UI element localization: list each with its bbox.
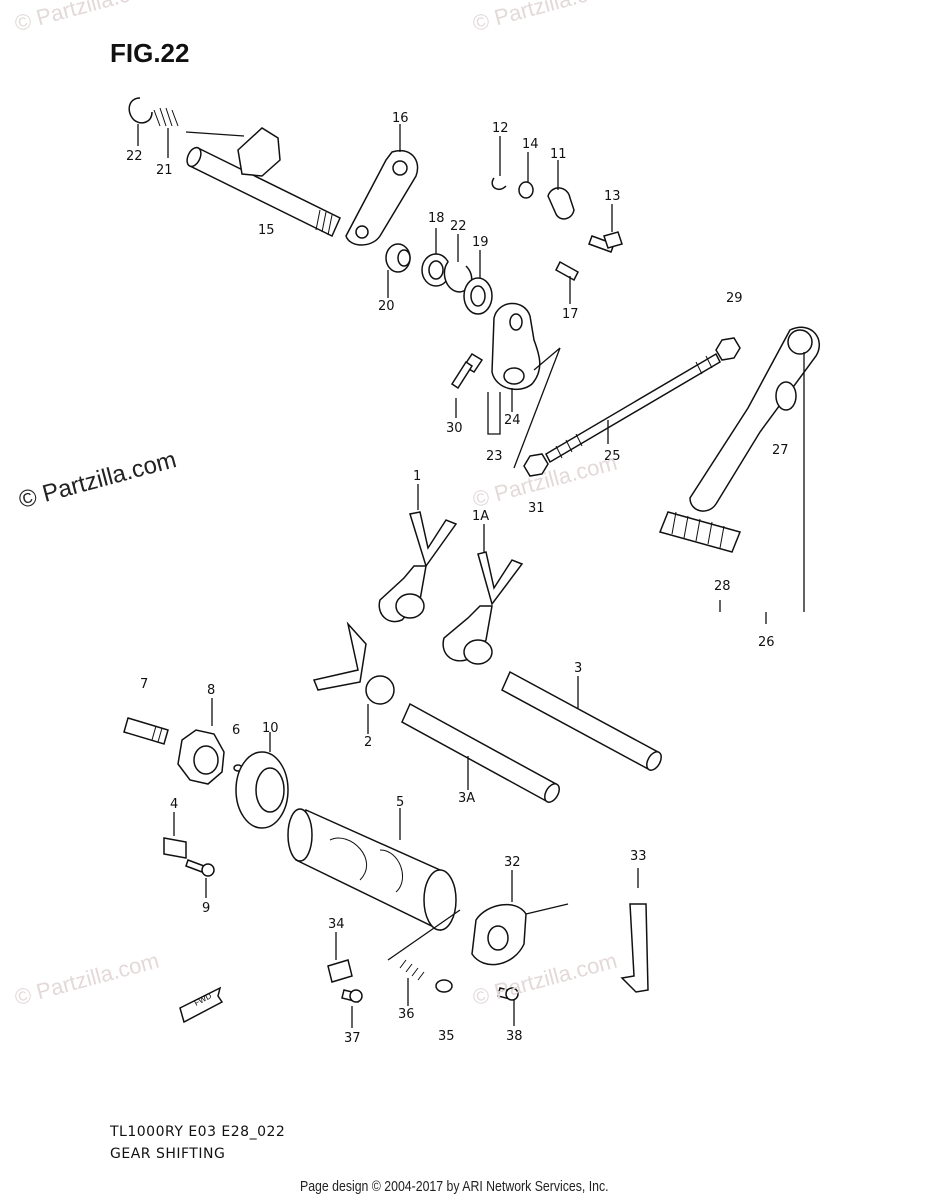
- callout-4: 4: [170, 797, 178, 812]
- section-name: GEAR SHIFTING: [110, 1146, 226, 1162]
- callout-16: 16: [392, 111, 409, 126]
- callout-27: 27: [772, 443, 789, 458]
- callout-30: 30: [446, 421, 463, 436]
- callout-labels: 1 1A 2 3 3A 4 5 6 7 8 9 10 11 12 13 14 1…: [126, 111, 789, 1046]
- callout-15: 15: [258, 223, 275, 238]
- callout-11: 11: [550, 147, 567, 162]
- callout-28: 28: [714, 579, 731, 594]
- part-36-spring: [399, 959, 425, 1006]
- part-22-circlip: [128, 97, 153, 146]
- callout-3a: 3A: [458, 791, 475, 806]
- part-33-clamp: [620, 868, 649, 993]
- footer-copyright: Page design © 2004-2017 by ARI Network S…: [300, 1178, 609, 1195]
- part-7-pin: [123, 717, 169, 745]
- part-29-nut: [715, 337, 741, 361]
- part-3-fork-shaft: [501, 670, 662, 772]
- callout-10: 10: [262, 721, 279, 736]
- part-16-shift-arm: [345, 124, 419, 246]
- part-13-bolt: [588, 204, 623, 253]
- callout-1: 1: [413, 469, 421, 484]
- callout-7: 7: [140, 677, 148, 692]
- part-38-bolt: [497, 987, 519, 1026]
- callout-9: 9: [202, 901, 210, 916]
- part-2-shift-fork: [312, 621, 395, 734]
- callout-26: 26: [758, 635, 775, 650]
- part-19-bearing: [463, 250, 493, 315]
- part-17-bolt: [555, 260, 579, 304]
- callout-19: 19: [472, 235, 489, 250]
- callout-25: 25: [604, 449, 621, 464]
- callout-22-top: 22: [126, 149, 143, 164]
- part-30-bolt: [450, 352, 484, 418]
- callout-38: 38: [506, 1029, 523, 1044]
- callout-31: 31: [528, 501, 545, 516]
- part-8-cam-plate: [177, 698, 225, 785]
- part-3a-fork-shaft: [401, 702, 560, 804]
- callout-35: 35: [438, 1029, 455, 1044]
- part-14-washer: [518, 152, 534, 199]
- part-4-plate: [163, 812, 187, 859]
- part-15-shift-shaft: [185, 127, 341, 238]
- callout-21: 21: [156, 163, 173, 178]
- callout-18: 18: [428, 211, 445, 226]
- callout-8: 8: [207, 683, 215, 698]
- part-11-cam-stopper: [547, 160, 575, 220]
- part-25-rod: [545, 352, 721, 464]
- callout-3: 3: [574, 661, 582, 676]
- assembly-guide-line: [387, 909, 461, 961]
- figure-title: FIG.22: [110, 38, 190, 68]
- callout-23: 23: [486, 449, 503, 464]
- part-32-neutral-switch: [471, 870, 569, 966]
- part-21-spring: [153, 107, 179, 158]
- part-18-washer: [421, 228, 451, 287]
- callout-2: 2: [364, 735, 372, 750]
- part-5-shift-cam: [287, 808, 457, 932]
- callout-32: 32: [504, 855, 521, 870]
- callout-1a: 1A: [472, 509, 489, 524]
- callout-29: 29: [726, 291, 743, 306]
- part-1a-shift-fork: [442, 524, 524, 665]
- part-31-nut: [523, 453, 549, 477]
- callout-36: 36: [398, 1007, 415, 1022]
- callout-6: 6: [232, 723, 240, 738]
- part-23-bracket: [487, 347, 561, 469]
- part-9-screw: [185, 859, 215, 898]
- part-37-bolt: [341, 989, 363, 1028]
- part-24-shift-arm: [491, 302, 541, 412]
- part-35-plunger: [435, 979, 453, 993]
- part-1-shift-fork: [378, 484, 458, 623]
- callout-20: 20: [378, 299, 395, 314]
- callout-24: 24: [504, 413, 521, 428]
- part-34-guide: [327, 932, 353, 983]
- callout-17: 17: [562, 307, 579, 322]
- part-20-bearing: [385, 243, 411, 298]
- callout-12: 12: [492, 121, 509, 136]
- part-10-bearing: [235, 732, 289, 829]
- part-27-shift-lever: [689, 326, 821, 612]
- callout-37: 37: [344, 1031, 361, 1046]
- fwd-arrow-icon: FWD: [179, 986, 224, 1024]
- callout-34: 34: [328, 917, 345, 932]
- part-12-pin: [491, 136, 507, 190]
- part-28-rubber: [658, 511, 742, 612]
- callout-14: 14: [522, 137, 539, 152]
- part-22-circlip-b: [443, 234, 473, 293]
- callout-33: 33: [630, 849, 647, 864]
- callout-5: 5: [396, 795, 404, 810]
- model-code: TL1000RY E03 E28_022: [110, 1124, 286, 1140]
- callout-13: 13: [604, 189, 621, 204]
- callout-22-mid: 22: [450, 219, 467, 234]
